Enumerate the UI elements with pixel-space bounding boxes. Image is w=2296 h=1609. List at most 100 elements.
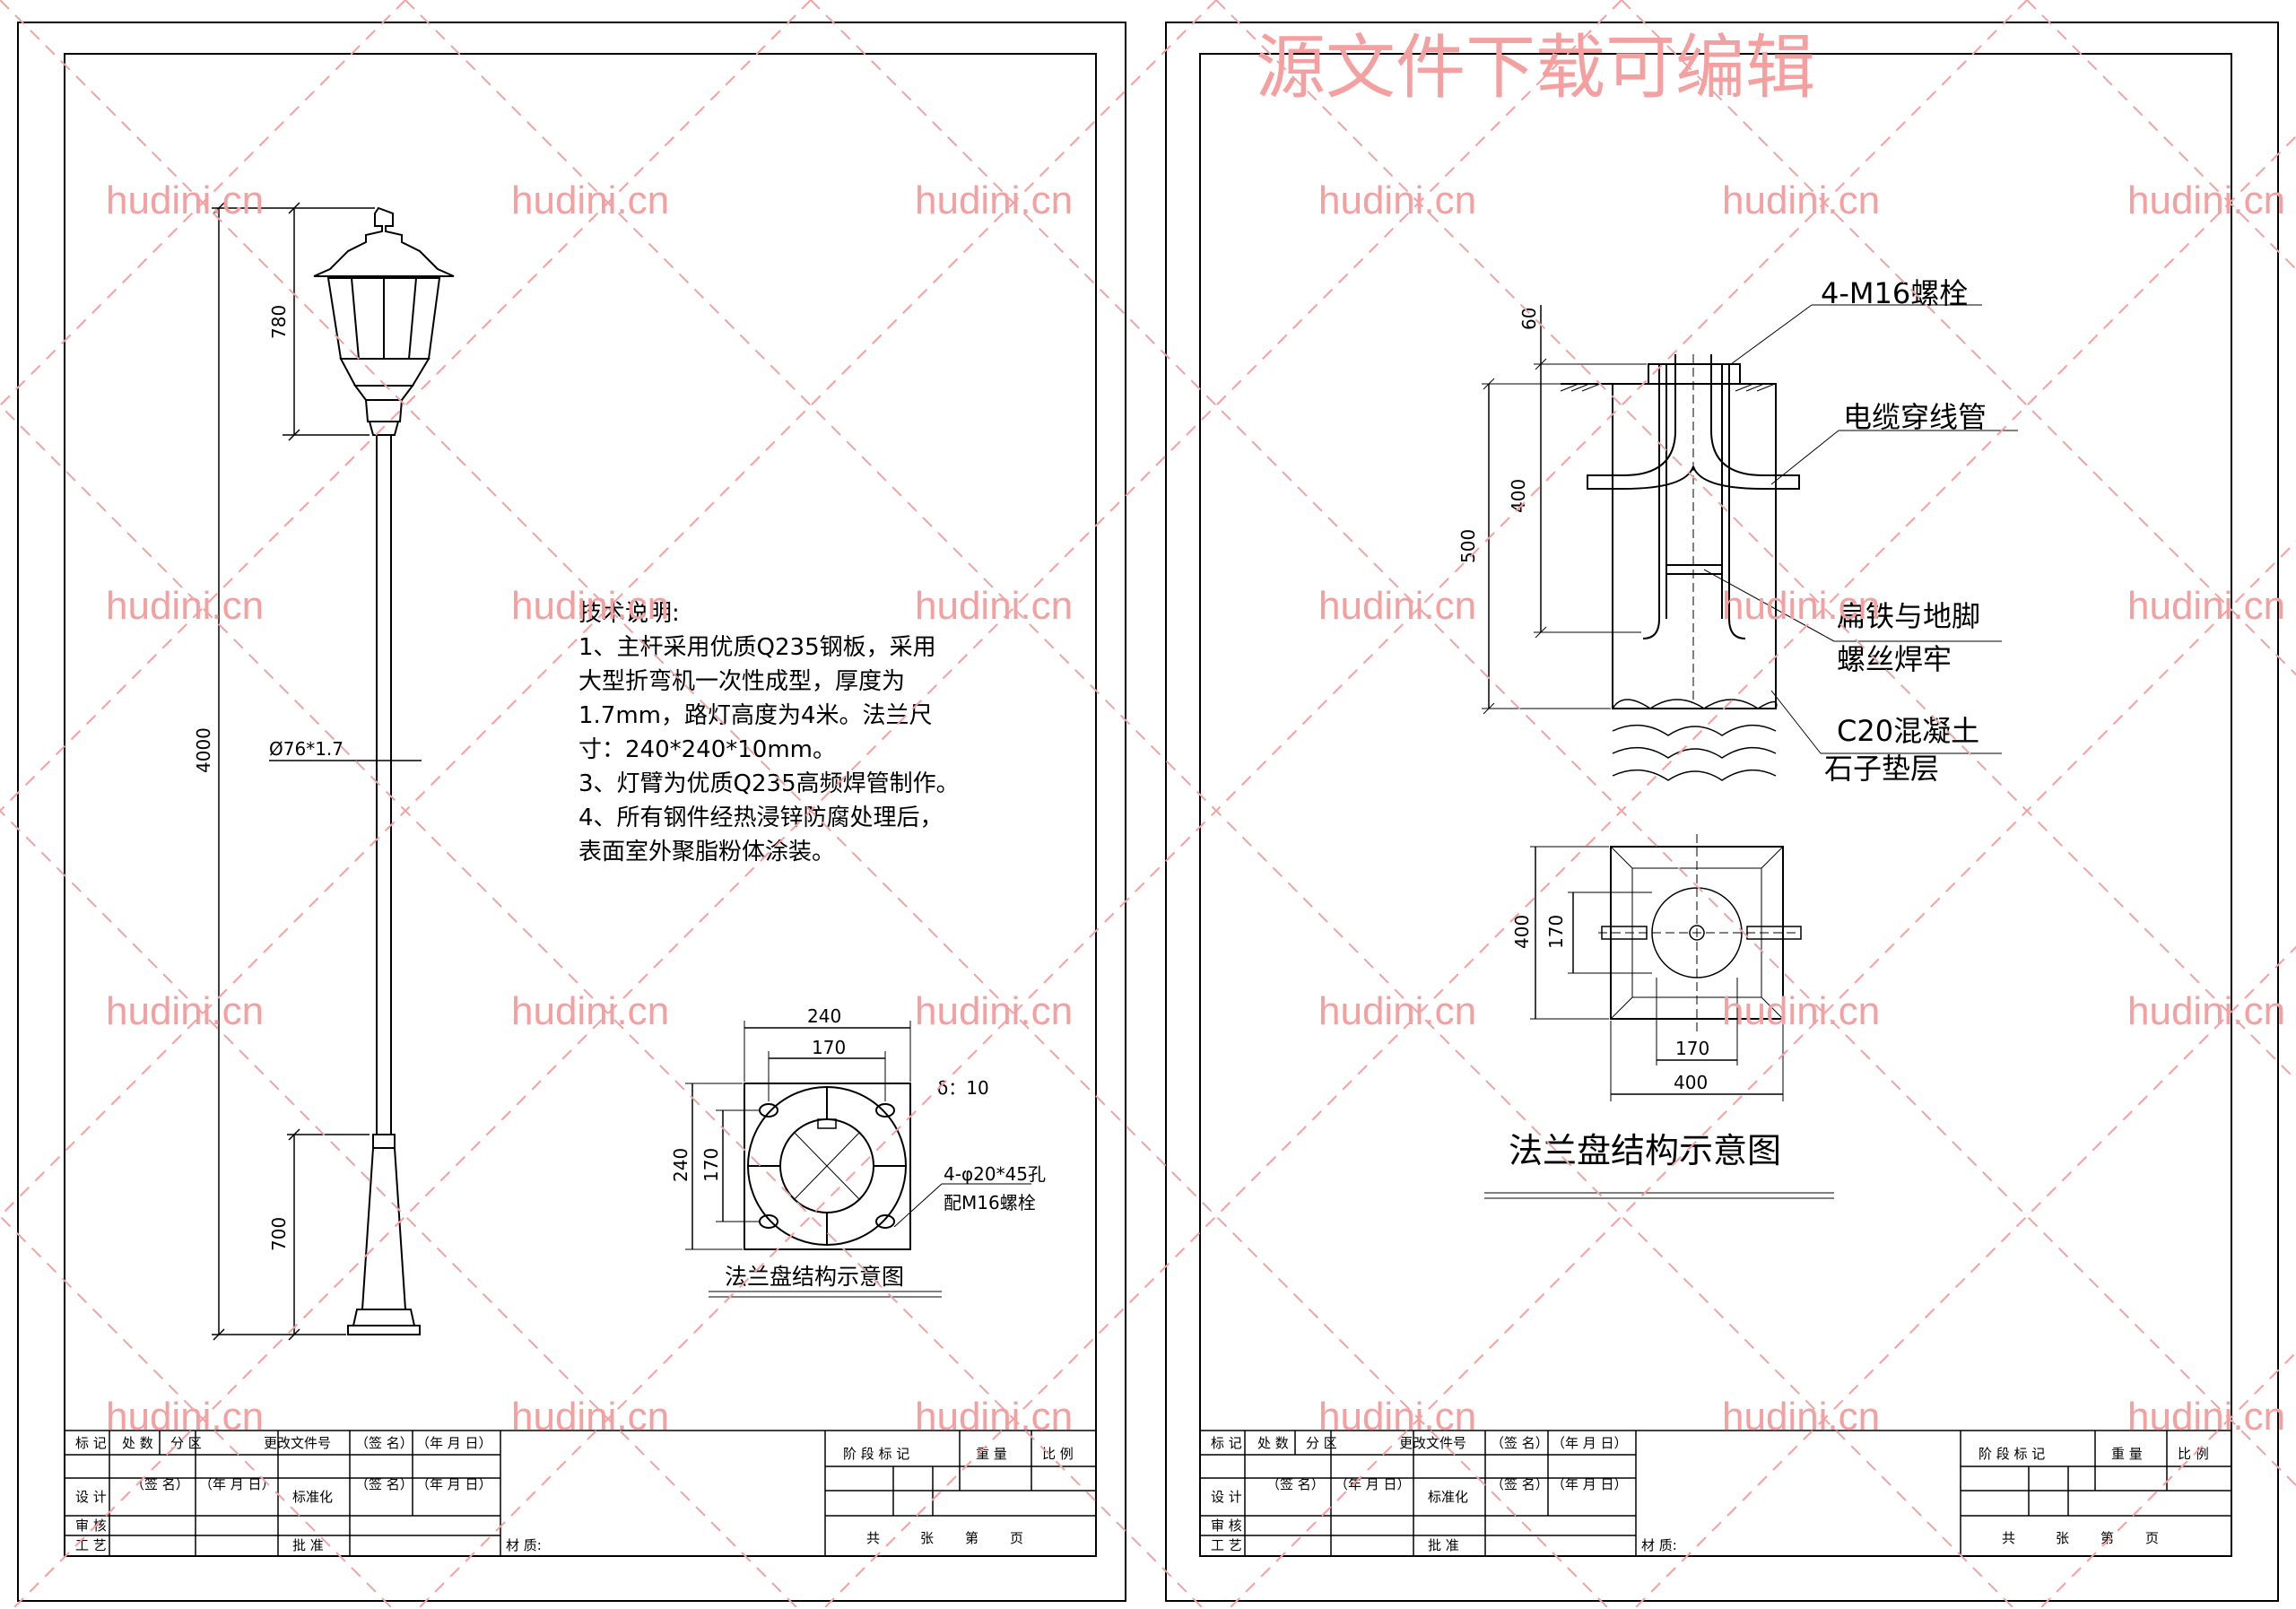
tb-left-weight: 重 量 — [976, 1446, 1007, 1462]
right-inner-border — [1199, 53, 2232, 1557]
tb-left-zone: 分 区 — [170, 1435, 202, 1451]
tb-right-total: 共 — [2002, 1530, 2015, 1546]
tb-left-date: （年 月 日） — [199, 1476, 275, 1492]
watermark-site-text: hudini.cn — [106, 584, 264, 628]
watermark-site-text: hudini.cn — [1722, 584, 1880, 628]
watermark-site-text: hudini.cn — [1722, 989, 1880, 1033]
street-lamp-elevation — [313, 206, 455, 1335]
tb-left-mark: 标 记 — [75, 1435, 107, 1451]
foundation-plan — [1484, 834, 1834, 1199]
foundation-section — [1482, 304, 2018, 781]
flange-holes: 4-φ20*45孔 — [944, 1163, 1046, 1185]
watermark-site-text: hudini.cn — [1318, 1395, 1476, 1439]
tb-right-approve: 批 准 — [1428, 1537, 1459, 1553]
plan-dim-w-outer: 400 — [1674, 1072, 1708, 1093]
watermark-site-text: hudini.cn — [106, 178, 264, 222]
tb-left-change: 更改文件号 — [264, 1435, 331, 1451]
tb-right-date2: （年 月 日） — [1552, 1476, 1628, 1492]
tb-left-sign: （签 名） — [131, 1476, 189, 1492]
watermark-header: 源文件下载可编辑 — [1256, 28, 1815, 109]
notes-line-4: 寸：240*240*10mm。 — [578, 736, 836, 763]
notes-line-5: 3、灯臂为优质Q235高频焊管制作。 — [578, 770, 960, 797]
watermark-site-text: hudini.cn — [1318, 989, 1476, 1033]
watermark-line — [1215, 0, 2296, 1082]
watermark-line — [810, 0, 2296, 1487]
tb-right-sheet: 张 — [2056, 1530, 2069, 1546]
flange-bolts: 配M16螺栓 — [944, 1192, 1036, 1213]
left-outer-border — [17, 22, 1126, 1602]
tb-right-change: 更改文件号 — [1399, 1435, 1466, 1451]
tb-right-sign2: （签 名） — [1491, 1476, 1549, 1492]
watermark-site-text: hudini.cn — [1722, 178, 1880, 222]
watermark-site-text: hudini.cn — [106, 989, 264, 1033]
right-title-block — [1199, 1430, 2232, 1557]
watermark-line — [12, 0, 1622, 1609]
tb-right-date: （年 月 日） — [1335, 1476, 1411, 1492]
tb-right-review: 审 核 — [1211, 1518, 1242, 1534]
tb-left-standard: 标准化 — [292, 1489, 333, 1505]
tb-left-design: 设 计 — [75, 1489, 107, 1505]
tb-right-page: 页 — [2145, 1530, 2159, 1546]
watermark-site-text: hudini.cn — [1722, 1395, 1880, 1439]
watermark-line — [0, 809, 799, 1609]
tb-left-craft: 工 艺 — [75, 1537, 107, 1553]
left-sheet — [17, 22, 1126, 1602]
tb-right-standard: 标准化 — [1428, 1489, 1468, 1505]
notes-line-3: 1.7mm，路灯高度为4米。法兰尺 — [578, 702, 933, 729]
gravel-label: 石子垫层 — [1824, 752, 1939, 786]
tb-right-count: 处 数 — [1257, 1435, 1289, 1451]
watermark-line — [0, 0, 1610, 1609]
tb-right-design: 设 计 — [1211, 1489, 1242, 1505]
right-outer-border — [1165, 22, 2279, 1602]
tb-right-mark: 标 记 — [1211, 1435, 1242, 1451]
concrete-label: C20混凝土 — [1837, 714, 1979, 748]
watermark-site-text: hudini.cn — [511, 989, 669, 1033]
tb-right-scale: 比 例 — [2178, 1446, 2209, 1462]
tb-left-sheet: 张 — [920, 1530, 934, 1546]
dim-lantern-height: 780 — [268, 305, 290, 339]
watermark-site-text: hudini.cn — [511, 1395, 669, 1439]
watermark-site-text: hudini.cn — [915, 584, 1073, 628]
flange-outer-height: 240 — [670, 1148, 691, 1182]
plan-dim-w-inner: 170 — [1675, 1038, 1709, 1059]
dim-section-depth: 500 — [1457, 529, 1479, 563]
watermark-line — [1621, 0, 2296, 676]
watermark-site-text: hudini.cn — [2127, 1395, 2285, 1439]
tb-left-count: 处 数 — [122, 1435, 153, 1451]
watermark-site-text: hudini.cn — [106, 1395, 264, 1439]
watermark-site-text: hudini.cn — [2127, 584, 2285, 628]
watermark-site-text: hudini.cn — [1318, 584, 1476, 628]
tb-right-weight: 重 量 — [2111, 1446, 2143, 1462]
tb-left-no: 第 — [965, 1530, 978, 1546]
watermark-site-text: hudini.cn — [2127, 178, 2285, 222]
flange-bolt-width: 170 — [812, 1037, 846, 1058]
flange-thickness: δ：10 — [937, 1077, 989, 1099]
watermark-site-text: hudini.cn — [915, 989, 1073, 1033]
watermark-line — [0, 0, 406, 407]
plan-dim-h-outer: 400 — [1511, 915, 1533, 949]
cable-conduit-label: 电缆穿线管 — [1843, 400, 1987, 434]
watermark-line — [1633, 945, 2296, 1609]
watermark-site-text: hudini.cn — [915, 1395, 1073, 1439]
tb-left-date-head: （年 月 日） — [416, 1435, 492, 1451]
weld-label-line-2: 螺丝焊牢 — [1837, 642, 1952, 676]
watermark-line — [417, 0, 2028, 1609]
tb-right-craft: 工 艺 — [1211, 1537, 1242, 1553]
elevation-dimensions — [212, 202, 422, 1341]
tb-left-scale: 比 例 — [1042, 1446, 1074, 1462]
flange-caption-left: 法兰盘结构示意图 — [725, 1264, 904, 1290]
watermark-site-text: hudini.cn — [511, 178, 669, 222]
watermark-line — [1228, 540, 2296, 1609]
watermark-line — [0, 404, 1205, 1609]
flange-bolt-height: 170 — [700, 1148, 722, 1182]
bolt-label: 4-M16螺栓 — [1821, 276, 1968, 310]
watermark-site-text: hudini.cn — [1318, 178, 1476, 222]
tb-left-approve: 批 准 — [292, 1537, 324, 1553]
dim-pole-size: Ø76*1.7 — [269, 738, 344, 760]
tb-left-sign2: （签 名） — [355, 1476, 413, 1492]
tb-left-sign-head: （签 名） — [355, 1435, 413, 1451]
tb-left-stage: 阶 段 标 记 — [843, 1446, 909, 1462]
tb-right-no: 第 — [2100, 1530, 2114, 1546]
